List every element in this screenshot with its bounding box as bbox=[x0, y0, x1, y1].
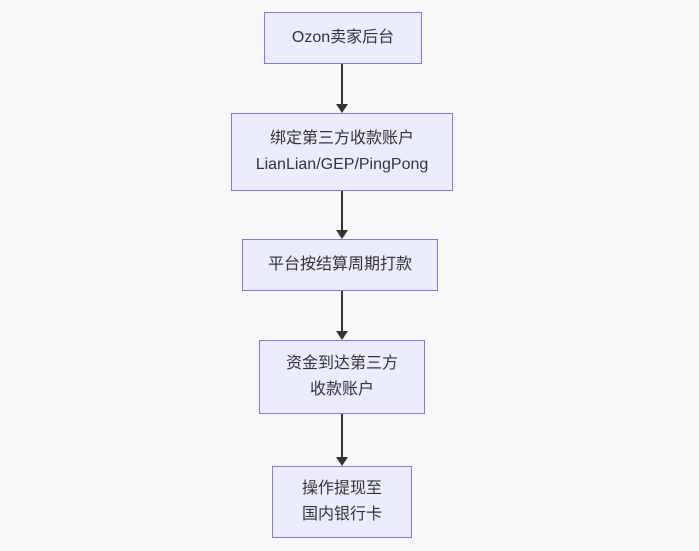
node-label-line: 绑定第三方收款账户 bbox=[269, 130, 414, 147]
arrow-shaft bbox=[341, 414, 343, 457]
node-label-line: 资金到达第三方 bbox=[285, 355, 398, 372]
node-funds-arrive-third-party-account: 资金到达第三方 收款账户 bbox=[259, 340, 425, 414]
arrowhead-down-icon bbox=[336, 331, 348, 340]
arrow-connector-2 bbox=[336, 191, 348, 239]
node-label-line: 国内银行卡 bbox=[301, 506, 382, 523]
arrow-connector-1 bbox=[336, 64, 348, 113]
arrowhead-down-icon bbox=[336, 457, 348, 466]
node-platform-settlement-payment: 平台按结算周期打款 bbox=[242, 239, 438, 291]
arrow-shaft bbox=[341, 191, 343, 230]
node-label-line: LianLian/GEP/PingPong bbox=[255, 156, 429, 173]
arrow-connector-4 bbox=[336, 414, 348, 466]
node-ozon-seller-backend: Ozon卖家后台 bbox=[264, 12, 422, 64]
node-label-line: Ozon卖家后台 bbox=[291, 29, 395, 46]
node-bind-third-party-account: 绑定第三方收款账户 LianLian/GEP/PingPong bbox=[231, 113, 453, 191]
node-label-line: 操作提现至 bbox=[301, 480, 382, 497]
node-withdraw-to-domestic-bank-card: 操作提现至 国内银行卡 bbox=[272, 466, 412, 538]
arrow-shaft bbox=[341, 291, 343, 331]
node-label-line: 收款账户 bbox=[309, 381, 374, 398]
arrowhead-down-icon bbox=[336, 104, 348, 113]
arrowhead-down-icon bbox=[336, 230, 348, 239]
arrow-shaft bbox=[341, 64, 343, 104]
node-label-line: 平台按结算周期打款 bbox=[267, 256, 412, 273]
arrow-connector-3 bbox=[336, 291, 348, 340]
